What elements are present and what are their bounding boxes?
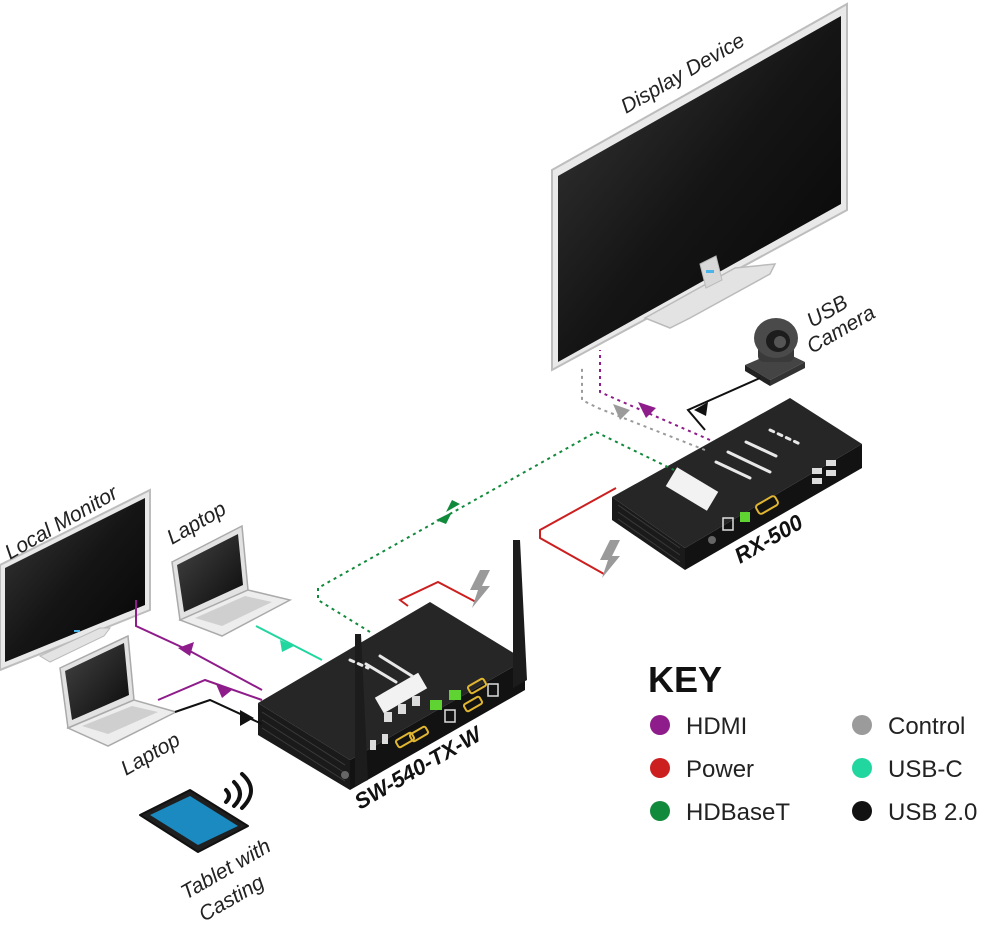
legend-swatch-power bbox=[650, 758, 670, 778]
power-rx bbox=[539, 487, 617, 575]
legend-title: KEY bbox=[648, 659, 722, 700]
control-rx-to-display bbox=[581, 366, 706, 451]
legend-label-hdmi: HDMI bbox=[686, 713, 747, 740]
usbc-laptop-top bbox=[255, 625, 323, 661]
local-monitor bbox=[0, 488, 151, 672]
legend-swatch-usb2 bbox=[852, 801, 872, 821]
legend-swatch-hdmi bbox=[650, 715, 670, 735]
lightning-bolt-icon bbox=[470, 570, 490, 608]
legend-swatch-usbc bbox=[852, 758, 872, 778]
rx-500-device bbox=[612, 398, 862, 570]
legend-swatch-control bbox=[852, 715, 872, 735]
connection-lines bbox=[135, 350, 761, 725]
legend: KEY HDMI Power HDBaseT Control USB-C USB… bbox=[648, 659, 977, 826]
laptop-bottom bbox=[59, 634, 179, 747]
hdmi-laptop-bottom bbox=[157, 678, 263, 701]
hdmi-local-monitor bbox=[135, 600, 263, 691]
hdbaset-link bbox=[317, 430, 675, 633]
legend-label-power: Power bbox=[686, 756, 754, 783]
hdmi-rx-to-display bbox=[599, 350, 711, 441]
lightning-bolt-icon bbox=[600, 540, 620, 578]
legend-label-control: Control bbox=[888, 713, 965, 740]
legend-swatch-hdbaset bbox=[650, 801, 670, 821]
legend-label-usbc: USB-C bbox=[888, 756, 963, 783]
legend-label-hdbaset: HDBaseT bbox=[686, 799, 790, 826]
display-device bbox=[551, 2, 848, 372]
tablet bbox=[139, 772, 253, 853]
sw-540-tx-w-device bbox=[258, 540, 527, 790]
power-tx bbox=[398, 580, 477, 607]
usb-camera bbox=[745, 318, 805, 386]
arrowheads bbox=[178, 402, 708, 726]
laptop-top bbox=[171, 524, 293, 637]
wifi-signal-icon bbox=[224, 772, 253, 810]
legend-label-usb2: USB 2.0 bbox=[888, 799, 977, 826]
usb-camera-to-rx bbox=[686, 377, 761, 431]
